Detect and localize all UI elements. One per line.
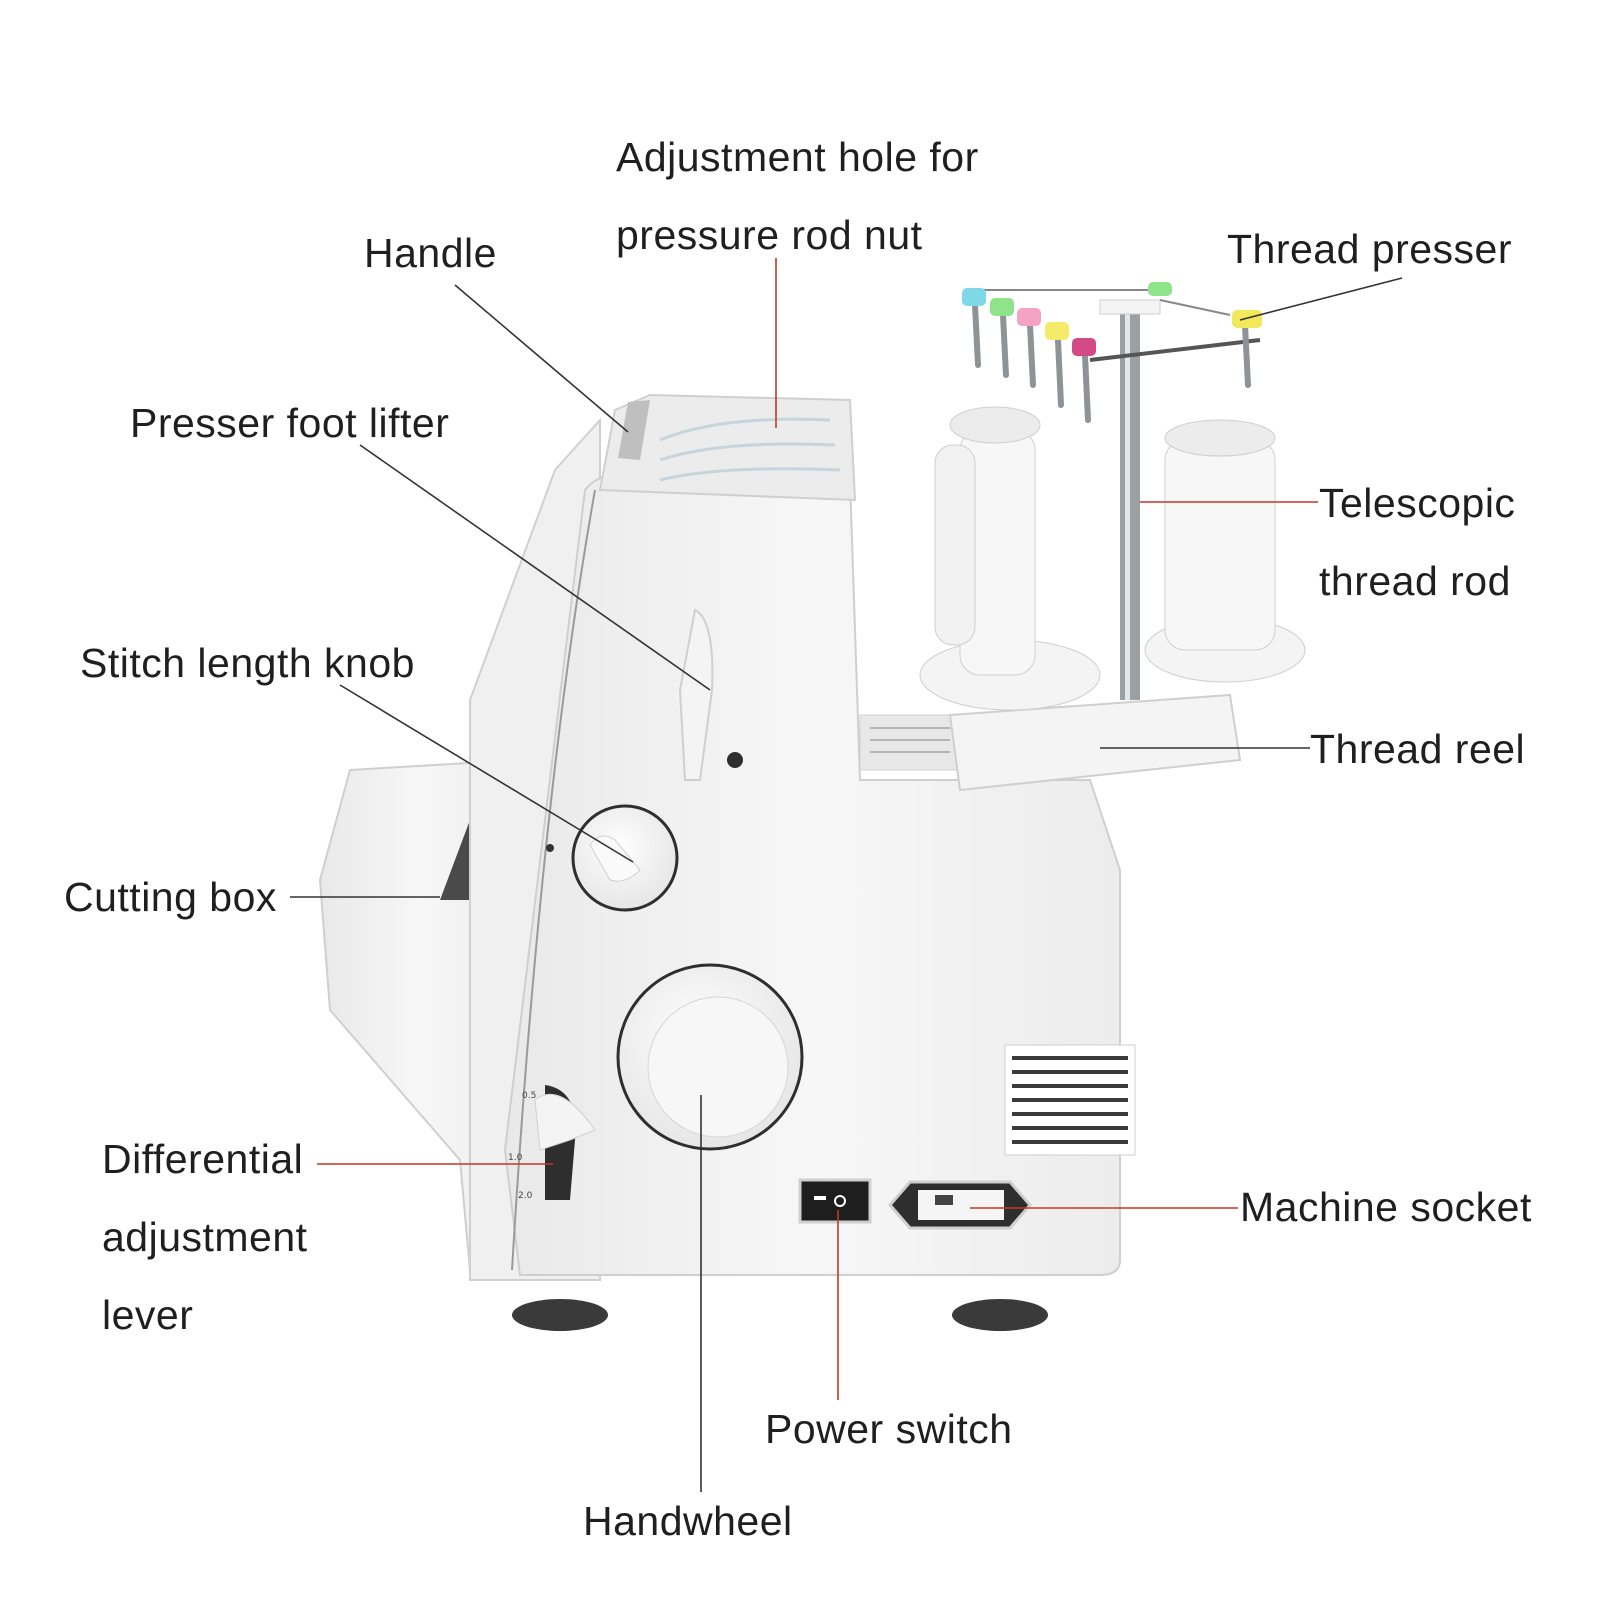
label-power-switch: Power switch <box>765 1406 1013 1452</box>
spool-holders-right <box>1144 419 1306 683</box>
telescopic-rod-highlight <box>1125 310 1130 700</box>
label-telescopic-line-1: Telescopic <box>1319 480 1516 526</box>
vent-grille <box>1004 1044 1136 1156</box>
scale-mark-1-0: 1.0 <box>508 1153 523 1163</box>
rear-shelf <box>859 714 961 771</box>
spool-holders-left <box>919 406 1101 711</box>
label-adjustment-hole-line-1: Adjustment hole for <box>616 134 979 180</box>
label-machine-socket: Machine socket <box>1240 1184 1532 1230</box>
socket-inner <box>918 1190 1004 1220</box>
label-differential-line-3: lever <box>102 1292 194 1338</box>
label-handwheel: Handwheel <box>583 1498 793 1544</box>
label-telescopic-thread-rod: Telescopic thread rod <box>1319 464 1515 620</box>
label-adjustment-hole-line-2: pressure rod nut <box>616 212 923 258</box>
lifter-pivot <box>727 752 743 768</box>
thread-cap-magenta <box>1072 338 1096 356</box>
top-ridges <box>659 417 841 482</box>
label-telescopic-line-2: thread rod <box>1319 558 1511 604</box>
handwheel-hub <box>647 996 789 1138</box>
label-differential-adjustment-lever: Differential adjustment lever <box>102 1120 308 1354</box>
presser-foot-lifter <box>678 608 714 781</box>
thread-cap-green <box>990 298 1014 316</box>
label-thread-reel: Thread reel <box>1310 726 1526 772</box>
telescopic-rod-cap <box>1099 299 1161 315</box>
stitch-knob-grip <box>589 835 641 882</box>
thread-reel-tray <box>948 693 1242 792</box>
label-thread-presser: Thread presser <box>1227 226 1513 272</box>
leader-stitch-length-knob <box>339 684 634 863</box>
socket-pin <box>935 1195 953 1205</box>
label-adjustment-hole: Adjustment hole for pressure rod nut <box>616 118 979 274</box>
body-seam <box>511 489 596 1271</box>
rear-foot <box>952 1299 1048 1331</box>
thread-cap-cyan <box>962 288 986 306</box>
leader-handle <box>454 284 629 433</box>
thread-cap-yellow <box>1045 322 1069 340</box>
handle-grip <box>618 400 650 460</box>
leader-thread-presser <box>1239 277 1403 321</box>
label-differential-line-2: adjustment <box>102 1214 308 1260</box>
label-differential-line-1: Differential <box>102 1136 304 1182</box>
leader-lines <box>290 258 1403 1492</box>
stitch-indicator-dot <box>546 844 554 852</box>
thread-guides <box>962 282 1262 423</box>
front-foot <box>512 1299 608 1331</box>
thread-cap-pink <box>1017 308 1041 326</box>
thread-cap-top-green <box>1148 282 1172 296</box>
label-presser-foot-lifter: Presser foot lifter <box>130 400 450 446</box>
differential-scale: 0.5 1.0 2.0 <box>508 1091 536 1201</box>
thread-guide-bar <box>1089 338 1261 362</box>
label-handle: Handle <box>364 230 497 276</box>
label-cutting-box: Cutting box <box>64 874 277 920</box>
shelf-slots <box>870 727 950 753</box>
power-switch <box>798 1178 872 1224</box>
differential-lever <box>534 1093 596 1151</box>
label-stitch-length-knob: Stitch length knob <box>80 640 415 686</box>
scale-mark-2-0: 2.0 <box>518 1191 533 1201</box>
power-switch-rocker <box>814 1196 826 1200</box>
thread-guide-top <box>1159 299 1231 316</box>
scale-mark-0-5: 0.5 <box>522 1091 536 1101</box>
power-switch-mark <box>834 1195 846 1207</box>
leader-presser-foot-lifter <box>359 444 711 691</box>
